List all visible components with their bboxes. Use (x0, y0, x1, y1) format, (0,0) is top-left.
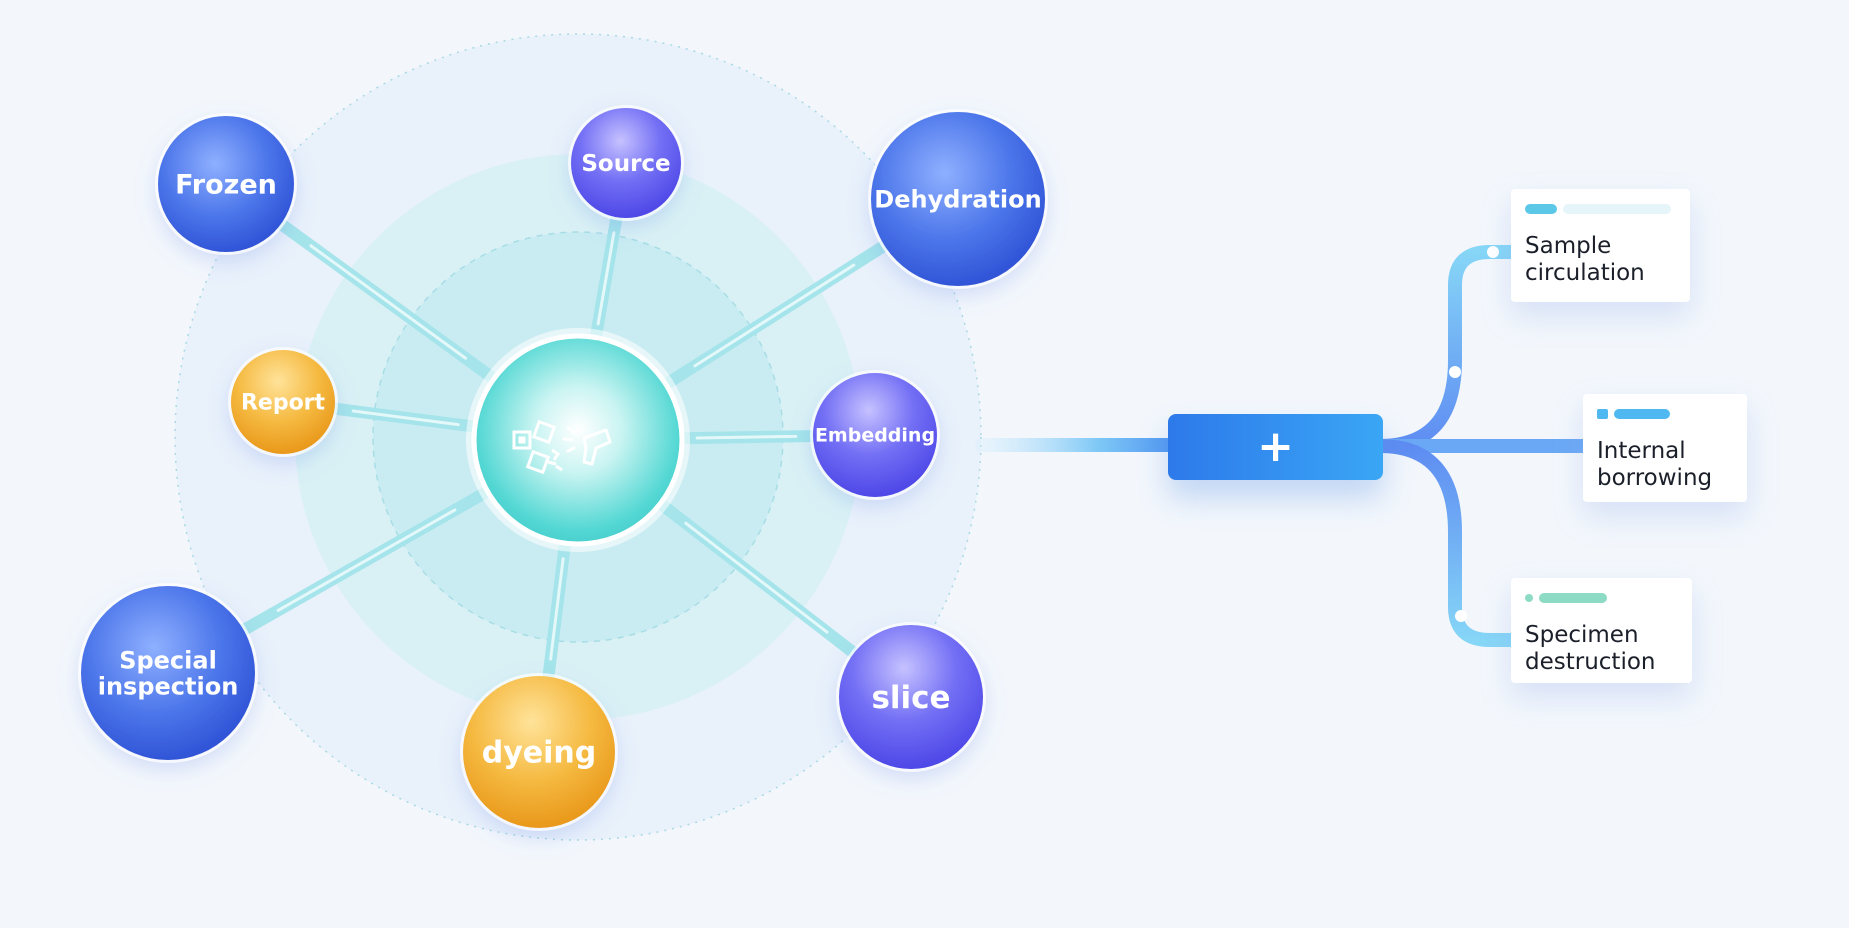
card-accent-bar (1525, 204, 1557, 214)
card-accent-dot (1525, 594, 1533, 602)
node-frozen[interactable]: Frozen (155, 113, 297, 255)
spoke-highlight-special-inspection (276, 508, 457, 612)
node-circle (158, 116, 294, 252)
node-circle (571, 108, 681, 218)
spoke-highlight-embedding (695, 434, 798, 440)
card-label: Specimen destruction (1525, 622, 1656, 675)
node-label-frozen: Frozen (175, 169, 277, 200)
node-label-slice: slice (871, 680, 950, 716)
node-label-special-inspection: inspection (98, 672, 239, 700)
spoke-highlight-frozen (309, 244, 468, 360)
spoke-highlight-report (351, 409, 460, 427)
qr-code-scanner-icon (512, 419, 612, 475)
node-circle (839, 625, 983, 769)
node-label-dyeing: dyeing (482, 736, 597, 771)
node-label-dehydration: Dehydration (874, 185, 1041, 213)
node-circle (463, 676, 615, 828)
node-circle (871, 112, 1045, 286)
node-circle (231, 350, 335, 454)
plus-icon: + (1257, 421, 1294, 472)
satellite-group: Frozen SourceDehydrationReportEmbeddingSp… (78, 105, 1048, 831)
central-hub[interactable] (466, 328, 690, 552)
spoke-highlight-dehydration (693, 263, 856, 368)
node-embedding[interactable]: Embedding (810, 370, 940, 500)
node-circle (813, 373, 937, 497)
node-label-special-inspection: Special (119, 646, 217, 674)
node-label-embedding: Embedding (815, 425, 935, 447)
spoke-highlight-source (596, 231, 616, 326)
card-track-bar (1563, 204, 1671, 214)
card-bar-row (1597, 408, 1733, 420)
card-accent-bar (1539, 593, 1607, 603)
card-accent-bar (1614, 409, 1670, 419)
spoke-highlight-dyeing (549, 557, 565, 661)
branch-lines (1373, 245, 1589, 647)
card-label: Sample circulation (1525, 233, 1645, 286)
node-dyeing[interactable]: dyeing (460, 673, 618, 831)
node-source[interactable]: Source (568, 105, 684, 221)
add-action-button[interactable]: + (1168, 414, 1383, 480)
card-internal-borrowing[interactable]: Internal borrowing (1583, 394, 1747, 502)
trunk-line (975, 438, 1180, 452)
node-circle (81, 586, 255, 760)
node-dehydration[interactable]: Dehydration (868, 109, 1048, 289)
card-sample-circulation[interactable]: Sample circulation (1511, 189, 1690, 302)
card-accent-dot (1597, 409, 1608, 419)
node-slice[interactable]: slice (836, 622, 986, 772)
node-label-report: Report (241, 391, 326, 416)
node-report[interactable]: Report (228, 347, 338, 457)
spoke-highlight-slice (684, 521, 829, 634)
card-specimen-destruction[interactable]: Specimen destruction (1511, 578, 1692, 683)
card-label: Internal borrowing (1597, 438, 1713, 491)
spoke-group (234, 207, 894, 687)
node-label-source: Source (581, 151, 670, 177)
card-bar-row (1525, 203, 1676, 215)
card-bar-row (1525, 592, 1678, 604)
